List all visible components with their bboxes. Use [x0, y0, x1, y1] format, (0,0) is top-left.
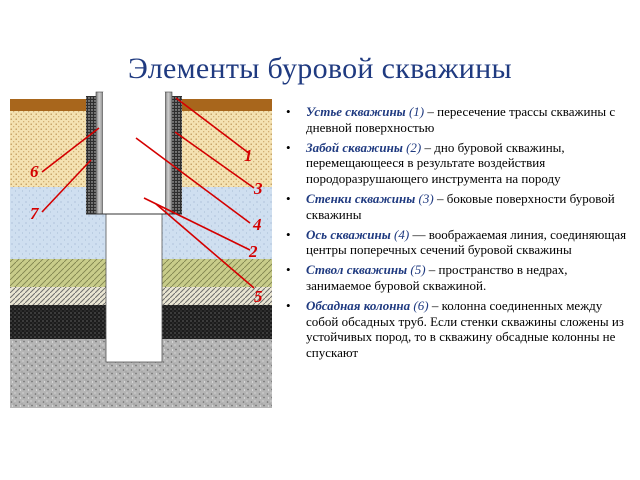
borehole-diagram: 1 6 3 7 4 2 5: [10, 88, 278, 410]
definition-term: Обсадная колонна: [306, 297, 411, 313]
callout-5: 5: [254, 287, 263, 306]
bullet-icon: •: [286, 104, 291, 119]
definition-number: (1): [408, 104, 425, 119]
definition-item: • Устье скважины (1) – пересечение трассы…: [286, 104, 632, 136]
bullet-icon: •: [286, 190, 291, 206]
definition-text: – боковые поверхности буровой скважины: [306, 190, 615, 222]
definition-text: – колонна соединенных между собой обсадн…: [306, 297, 624, 361]
definition-term: Устье скважины: [306, 104, 406, 119]
cement-ring-left: [86, 96, 96, 214]
callout-3: 3: [253, 179, 263, 198]
bullet-icon: •: [286, 297, 291, 313]
bullet-icon: •: [286, 262, 291, 278]
definition-item: • Ствол скважины (5) – пространство в нед…: [286, 262, 632, 294]
definition-term: Ствол скважины: [306, 262, 408, 278]
bullet-icon: •: [286, 226, 291, 242]
callout-7: 7: [30, 204, 40, 223]
definition-term: Забой скважины: [306, 139, 403, 155]
casing-wall-right: [164, 91, 173, 215]
definition-text: – пересечение трассы скважины с дневной …: [306, 104, 616, 135]
definition-number: (6): [413, 297, 429, 313]
definition-number: (5): [410, 262, 426, 278]
casing-wall-left: [95, 91, 104, 215]
definition-number: (2): [406, 139, 422, 155]
bullet-icon: •: [286, 139, 291, 155]
definition-term: Ось скважины: [306, 226, 391, 242]
borehole-trunk: [105, 213, 163, 363]
definition-number: (3): [418, 190, 434, 206]
callout-2: 2: [248, 242, 258, 261]
callout-6: 6: [30, 162, 39, 181]
definition-text: – дно буровой скважины, перемещающееся в…: [306, 139, 565, 187]
casing-interior: [103, 92, 165, 214]
callout-4: 4: [252, 215, 262, 234]
callout-1: 1: [244, 146, 253, 165]
definition-text: – пространство в недрах, занимаемое буро…: [306, 262, 568, 293]
cement-ring-right: [172, 96, 182, 214]
definitions-list: • Устье скважины (1) – пересечение трассы…: [286, 104, 632, 365]
definition-item: • Забой скважины (2) – дно буровой скважи…: [286, 140, 632, 187]
definition-item: • Ось скважины (4) — воображаемая линия, …: [286, 227, 632, 259]
slide-title: Элементы буровой скважины: [128, 52, 512, 85]
definition-text: — воображаемая линия, соединяющая центры…: [306, 226, 627, 258]
definition-item: • Стенки скважины (3) – боковые поверхнос…: [286, 191, 632, 223]
definition-item: • Обсадная колонна (6) – колонна соединен…: [286, 298, 632, 361]
definition-number: (4): [394, 226, 410, 242]
definition-term: Стенки скважины: [306, 190, 416, 206]
